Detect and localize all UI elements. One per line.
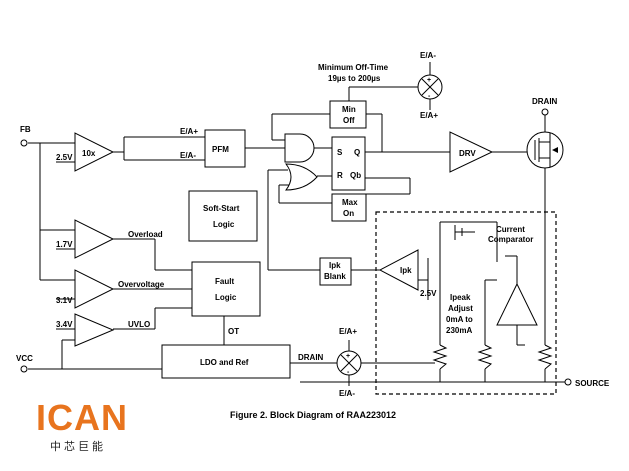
ea-minus-bot: E/A- xyxy=(339,389,355,398)
sr-latch xyxy=(331,136,366,191)
ref-34: 3.4V xyxy=(56,320,73,329)
vcc-label: VCC xyxy=(16,354,33,363)
softstart-line2: Logic xyxy=(213,220,235,229)
fb-label: FB xyxy=(20,125,31,134)
amp-10x-label: 10x xyxy=(82,149,96,158)
ipk-blank-line2: Blank xyxy=(324,272,346,281)
softstart-block xyxy=(188,190,258,242)
mult-bot-minus: - xyxy=(347,369,350,376)
max-on-block xyxy=(331,193,367,222)
or-gate xyxy=(284,163,318,191)
ea-minus-top: E/A- xyxy=(420,51,436,60)
ipeak-line2: Adjust xyxy=(448,304,473,313)
wires xyxy=(28,86,565,383)
source-label: SOURCE xyxy=(575,379,610,388)
pfm-label: PFM xyxy=(212,145,229,154)
min-offtime-range: 19µs to 200µs xyxy=(328,74,381,83)
ea-plus-bot: E/A+ xyxy=(339,327,357,336)
ipeak-line3: 0mA to xyxy=(446,315,473,324)
uvlo-label: UVLO xyxy=(128,320,150,329)
overvoltage-label: Overvoltage xyxy=(118,280,165,289)
mult-top-plus: + xyxy=(427,77,431,84)
ipeak-line1: Ipeak xyxy=(450,293,471,302)
softstart-line1: Soft-Start xyxy=(203,204,240,213)
fault-line1: Fault xyxy=(215,277,234,286)
ref-25-ipk: 2.5V xyxy=(420,289,437,298)
vcc-pin xyxy=(20,365,28,373)
current-comparator xyxy=(496,282,538,326)
uvlo-comparator xyxy=(74,313,115,347)
current-comp-line1: Current xyxy=(496,225,525,234)
power-mosfet xyxy=(526,131,564,169)
ref-31: 3.1V xyxy=(56,296,73,305)
figure-caption: Figure 2. Block Diagram of RAA223012 xyxy=(230,410,396,420)
ea-plus-1: E/A+ xyxy=(180,127,198,136)
overload-comparator xyxy=(74,219,115,259)
max-on-line1: Max xyxy=(342,198,358,207)
drain-ldo-label: DRAIN xyxy=(298,353,324,362)
amp-10x xyxy=(74,132,115,172)
overvoltage-comparator xyxy=(74,269,115,309)
ldo-ref-block xyxy=(161,344,291,379)
latch-q: Q xyxy=(354,148,360,157)
current-sense-region xyxy=(375,211,557,395)
ipk-blank-line1: Ipk xyxy=(329,261,341,270)
current-comp-line2: Comparator xyxy=(488,235,533,244)
multiplier-top xyxy=(417,62,443,110)
and-gate xyxy=(284,133,315,163)
latch-s: S xyxy=(337,148,343,157)
drv-label: DRV xyxy=(459,149,476,158)
ea-plus-top: E/A+ xyxy=(420,111,438,120)
drain-top-label: DRAIN xyxy=(532,97,558,106)
mult-bot-plus: + xyxy=(346,353,350,360)
fault-logic-block xyxy=(191,261,261,317)
fault-line2: Logic xyxy=(215,293,237,302)
resistors xyxy=(432,344,553,370)
ldo-label: LDO and Ref xyxy=(200,358,249,367)
source-pin xyxy=(564,378,572,386)
pfm-block xyxy=(204,129,246,168)
overload-label: Overload xyxy=(128,230,163,239)
fb-pin xyxy=(20,139,28,147)
logo-subtitle: 中芯巨能 xyxy=(50,440,106,453)
ipk-label: Ipk xyxy=(400,266,412,275)
min-off-block xyxy=(329,100,367,129)
ea-minus-1: E/A- xyxy=(180,151,196,160)
mult-top-minus: - xyxy=(428,93,431,100)
logo-brand: ICAN xyxy=(36,397,128,438)
min-offtime-title: Minimum Off-Time xyxy=(318,63,389,72)
ican-logo: ICAN 中芯巨能 xyxy=(36,398,136,456)
drv-buffer xyxy=(449,131,494,173)
latch-r: R xyxy=(337,171,343,180)
min-off-line2: Off xyxy=(343,116,355,125)
drain-pin xyxy=(541,108,549,116)
ref-25-left: 2.5V xyxy=(56,153,73,162)
min-off-line1: Min xyxy=(342,105,356,114)
ipeak-line4: 230mA xyxy=(446,326,472,335)
ref-17: 1.7V xyxy=(56,240,73,249)
ot-label: OT xyxy=(228,327,239,336)
max-on-line2: On xyxy=(343,209,354,218)
ipk-comparator xyxy=(378,249,419,291)
ipk-blank-block xyxy=(319,257,352,286)
latch-qb: Qb xyxy=(350,171,361,180)
multiplier-bottom xyxy=(336,340,362,386)
